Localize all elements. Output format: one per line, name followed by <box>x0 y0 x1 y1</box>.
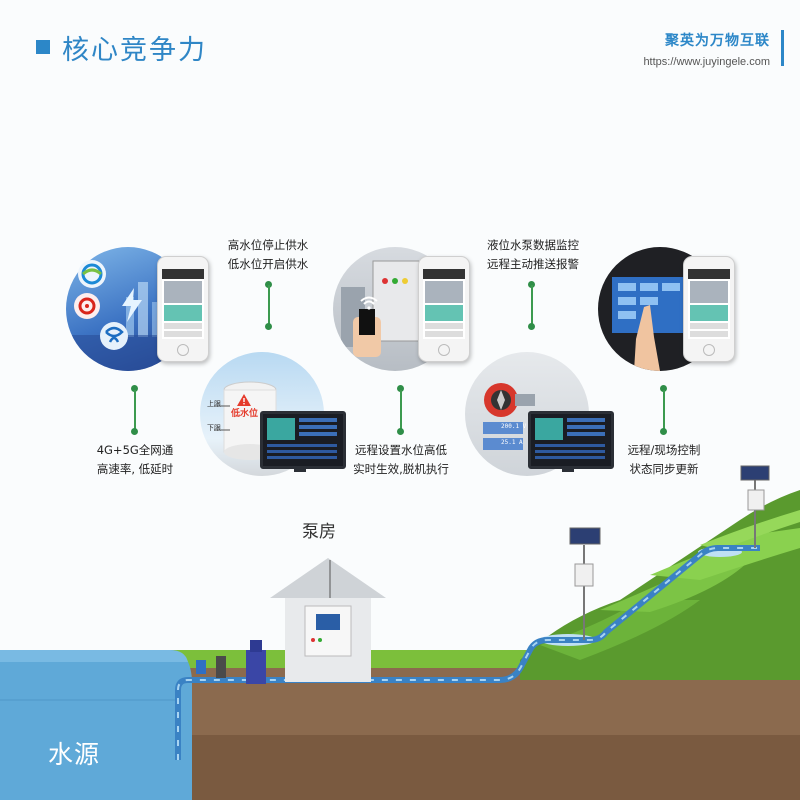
phone-mockup <box>157 256 209 362</box>
page-title: 核心竞争力 <box>62 35 207 66</box>
feature-caption-control: 远程/现场控制 状态同步更新 <box>627 443 701 476</box>
china-telecom-icon <box>100 322 128 350</box>
brand-name: 聚英为万物互联 <box>665 33 770 49</box>
feature-caption-monitoring: 液位水泵数据监控 远程主动推送报警 <box>487 238 579 271</box>
feature-caption-water-level: 高水位停止供水 低水位开启供水 <box>227 238 309 271</box>
lightning-icon <box>120 288 144 326</box>
phone-mockup <box>683 256 735 362</box>
feature-caption-remote-setting: 远程设置水位高低 实时生效,脱机执行 <box>353 443 449 476</box>
brand-divider <box>781 30 784 66</box>
monitor-stand <box>294 466 306 472</box>
connector-dot <box>660 385 667 392</box>
phone-screen <box>162 269 204 339</box>
connector-dot <box>397 428 404 435</box>
phone-home-button <box>438 344 450 356</box>
pump-scene <box>483 383 535 450</box>
field-controller <box>574 563 594 587</box>
tank-upper-label: 上限 <box>207 400 221 408</box>
warning-icon <box>236 392 252 411</box>
field-controller <box>747 489 765 511</box>
connector-line <box>134 390 136 430</box>
pump-house-label: 泵房 <box>302 522 336 542</box>
connector-line <box>531 285 533 325</box>
tank-lower-label: 下限 <box>207 424 221 432</box>
connector-dot <box>397 385 404 392</box>
phone-screen <box>423 269 465 339</box>
connector-dot <box>528 281 535 288</box>
monitor-dashboard <box>535 418 605 459</box>
connector-dot <box>265 281 272 288</box>
soil-deep-layer <box>0 735 800 800</box>
phone-screen <box>688 269 730 339</box>
feature-caption-network: 4G+5G全网通 高速率, 低延时 <box>96 443 174 476</box>
pump-voltage: 200.1 V <box>501 423 527 430</box>
control-cabinet <box>304 605 352 657</box>
wifi-icon <box>360 295 378 314</box>
tank-alarm-label: 低水位 <box>231 409 259 419</box>
pump-current: 25.1 A <box>501 439 523 446</box>
terrace-4 <box>700 510 800 550</box>
monitor-screen <box>528 411 614 469</box>
touch-panel-scene <box>612 277 692 371</box>
phone-mockup <box>418 256 470 362</box>
cabinet-display <box>316 614 340 630</box>
connector-dot <box>131 385 138 392</box>
irrigation-scene <box>0 465 800 800</box>
water-source-label: 水源 <box>48 740 101 769</box>
connector-dot <box>660 428 667 435</box>
connector-dot <box>265 323 272 330</box>
china-mobile-icon <box>78 260 106 288</box>
connector-line <box>400 390 402 430</box>
connector-dot <box>131 428 138 435</box>
monitor-dashboard <box>267 418 337 459</box>
phone-home-button <box>177 344 189 356</box>
water-flow <box>177 547 760 760</box>
phone-home-button <box>703 344 715 356</box>
pump-house-roof <box>270 558 386 598</box>
connector-line <box>663 390 665 430</box>
water-surface <box>0 650 188 662</box>
solar-panel-icon <box>740 465 770 481</box>
title-marker <box>36 40 50 54</box>
valve <box>196 660 206 674</box>
pump-unit <box>246 650 266 684</box>
solar-panel-icon <box>569 527 601 545</box>
water-source <box>0 650 192 800</box>
brand-block: 聚英为万物互联 https://www.juyingele.com <box>643 30 770 68</box>
flow-meter <box>216 656 226 678</box>
monitor-stand <box>562 466 574 472</box>
connector-dot <box>528 323 535 330</box>
connector-line <box>268 285 270 325</box>
brand-url[interactable]: https://www.juyingele.com <box>643 56 770 68</box>
china-unicom-icon <box>74 293 100 319</box>
